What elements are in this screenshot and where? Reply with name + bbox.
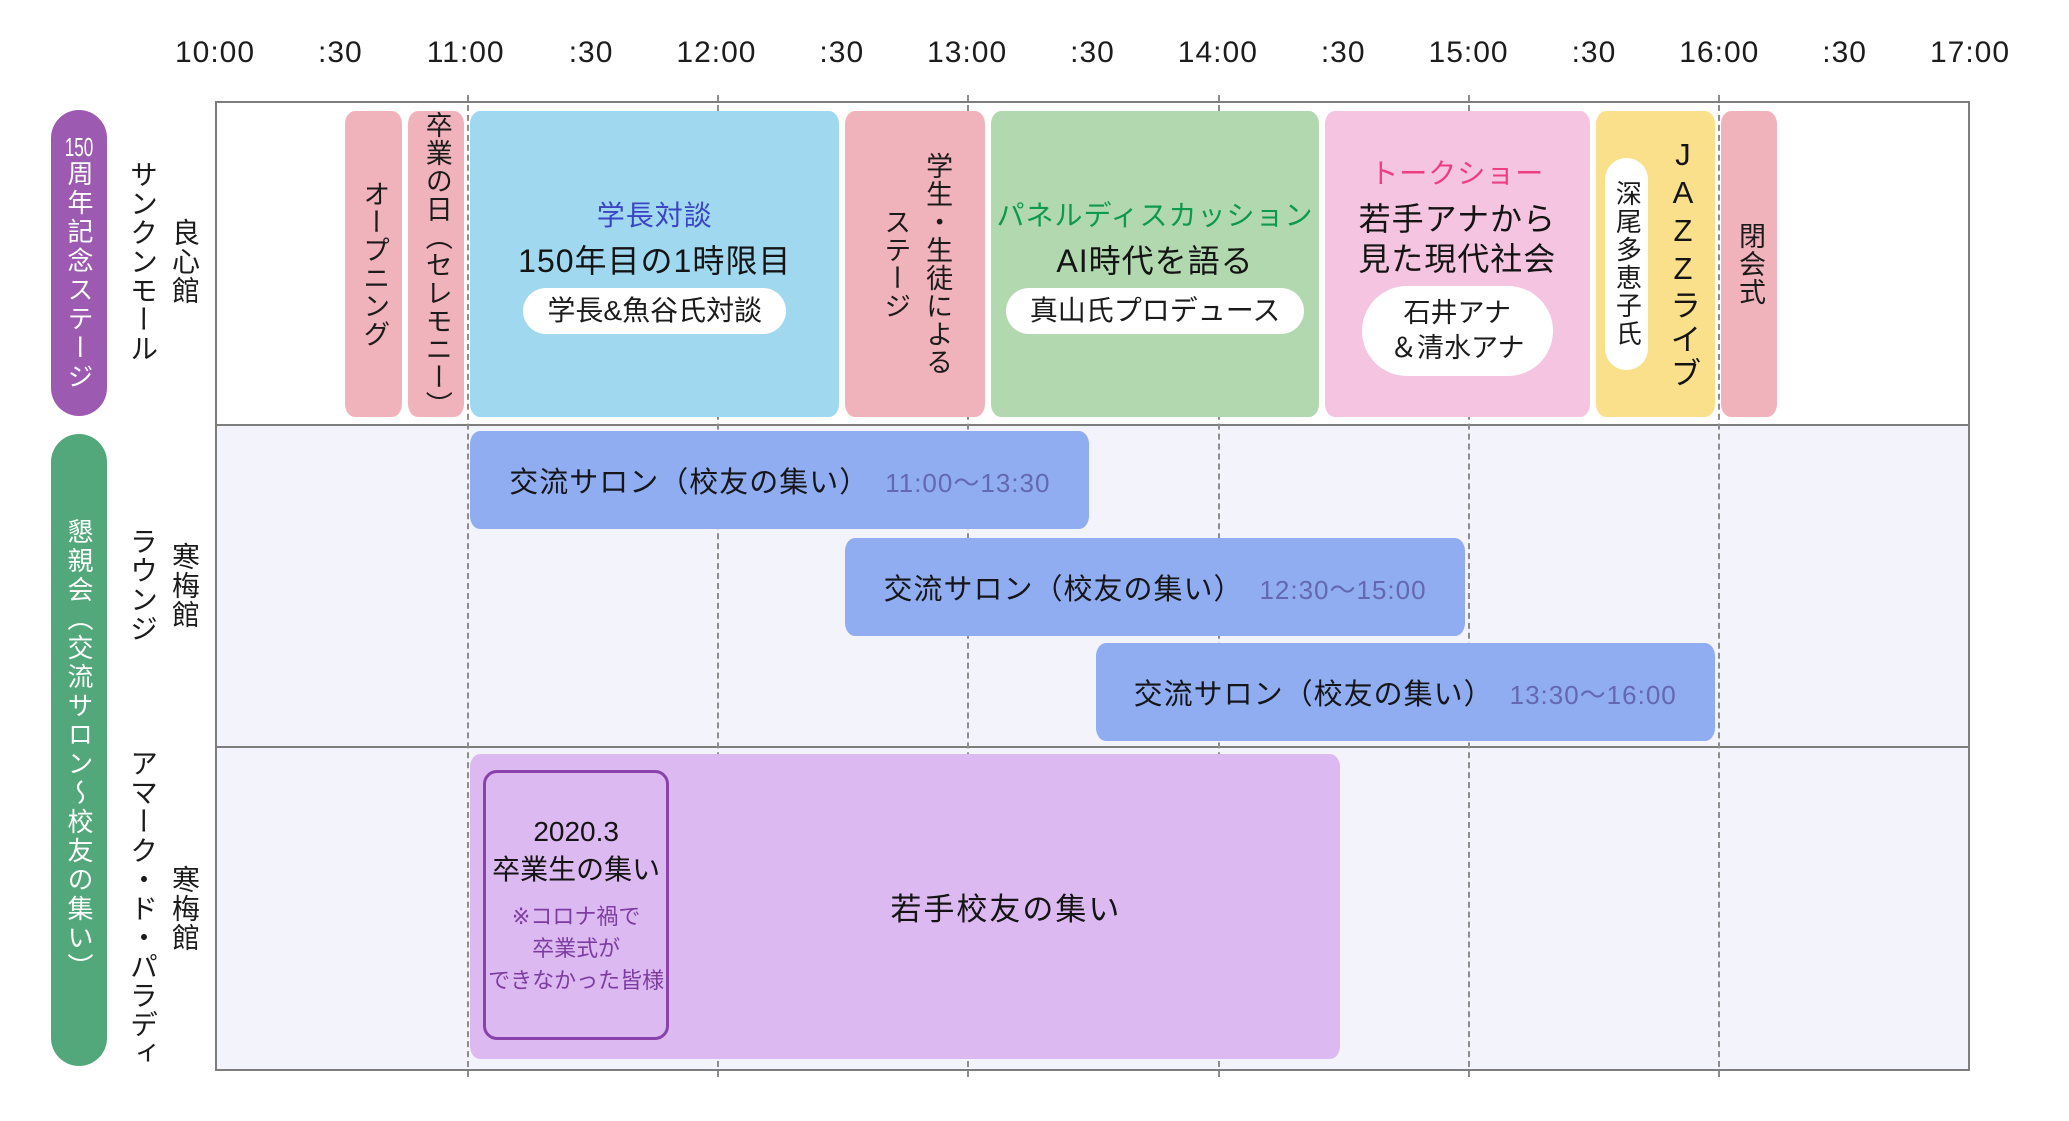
salon-bar-3: 交流サロン（校友の集い） 13:30〜16:00 (1093, 643, 1718, 741)
time-tick-label: :30 (1822, 36, 1867, 69)
venue-building: 寒梅館 (169, 541, 200, 629)
event-kicker: トークショー (1370, 157, 1545, 189)
salon-time: 11:00〜13:30 (885, 468, 1051, 498)
event-panel-discussion: パネルディスカッション AI時代を語る 真山氏プロデュース (988, 111, 1322, 417)
cafe-row: 2020.3 卒業生の集い ※コロナ禍で 卒業式が できなかった皆様 若手校友の… (217, 746, 1968, 1069)
lounge-row: 交流サロン（校友の集い） 11:00〜13:30 交流サロン（校友の集い） 12… (217, 424, 1968, 746)
salon-time: 13:30〜16:00 (1509, 680, 1677, 710)
salon-title: 交流サロン（校友の集い） (509, 467, 870, 499)
event-student-stage: 学生・生徒による ステージ (842, 111, 988, 417)
venue-place: アマーク・ド・パラディ (127, 748, 158, 1068)
time-tick-label: 12:00 (676, 36, 757, 69)
salon-title: 交流サロン（校友の集い） (883, 574, 1244, 606)
party-group-pill: 懇親会（交流サロン〜校友の集い） (51, 434, 107, 1066)
graduates-note-box: 2020.3 卒業生の集い ※コロナ禍で 卒業式が できなかった皆様 (483, 770, 670, 1040)
event-title: AI時代を語る (1056, 242, 1254, 279)
time-tick-label: :30 (568, 36, 614, 69)
party-group-label: 懇親会（交流サロン〜校友の集い） (64, 518, 94, 982)
venue-label-stage: 良心館サンクンモール (117, 101, 209, 422)
venue-place: サンクンモール (127, 160, 158, 363)
badge-pill: 深尾多恵子氏 (1605, 158, 1649, 370)
time-tick-label: 15:00 (1428, 36, 1509, 69)
event-kicker: 学長対談 (596, 199, 713, 231)
note-title: 2020.3 卒業生の集い (492, 816, 661, 886)
note-caption: ※コロナ禍で 卒業式が できなかった皆様 (488, 903, 665, 993)
event-title: 若手アナから 見た現代社会 (1358, 200, 1557, 277)
stage-row: オープニング 卒業の日（セレモニー） 学長対談 150年目の1時限目 学長&魚谷… (217, 103, 1968, 424)
time-axis: 10:00 :30 11:00 :30 12:00 :30 13:00 :30 14:00 :30… (175, 32, 2009, 80)
venue-label-cafe: 寒梅館アマーク・ド・パラディ (117, 746, 209, 1070)
salon-bar-2: 交流サロン（校友の集い） 12:30〜15:00 (842, 538, 1467, 636)
badge-pill: 学長&魚谷氏対談 (523, 287, 787, 335)
salon-time: 12:30〜15:00 (1259, 575, 1427, 605)
salon-title: 交流サロン（校友の集い） (1133, 679, 1494, 711)
time-tick-label: 17:00 (1929, 36, 2011, 69)
event-graduation-ceremony: 卒業の日（セレモニー） (405, 111, 468, 419)
youth-alumni-block: 2020.3 卒業生の集い ※コロナ禍で 卒業式が できなかった皆様 若手校友の… (467, 754, 1343, 1059)
chart-frame: オープニング 卒業の日（セレモニー） 学長対談 150年目の1時限目 学長&魚谷… (215, 95, 1970, 1077)
event-president-talk: 学長対談 150年目の1時限目 学長&魚谷氏対談 (467, 111, 842, 417)
event-title: JAZZライブ (1665, 137, 1701, 391)
venue-building: 寒梅館 (169, 864, 200, 952)
event-kicker: パネルディスカッション (996, 199, 1314, 231)
event-opening: オープニング (342, 111, 405, 417)
time-tick-label: :30 (1320, 36, 1366, 69)
event-title: 若手校友の集い (890, 892, 1122, 927)
time-tick-label: :30 (819, 36, 865, 69)
stage-group-label: 150周年記念ステージ (64, 134, 94, 392)
time-tick-label: 11:00 (426, 36, 505, 69)
badge-pill: 真山氏プロデュース (1005, 287, 1305, 335)
event-title: 150年目の1時限目 (518, 242, 792, 279)
event-talk-show: トークショー 若手アナから 見た現代社会 石井アナ ＆清水アナ (1322, 111, 1593, 417)
time-tick-label: :30 (317, 36, 363, 69)
time-tick-label: 14:00 (1177, 36, 1258, 69)
salon-bar-1: 交流サロン（校友の集い） 11:00〜13:30 (467, 431, 1092, 529)
time-tick-label: 10:00 (174, 36, 256, 69)
time-tick-label: 16:00 (1679, 36, 1760, 69)
stage-group-pill: 150周年記念ステージ (51, 110, 107, 416)
time-tick-label: 13:00 (927, 36, 1008, 69)
event-jazz-live: 深尾多恵子氏 JAZZライブ (1593, 111, 1718, 417)
badge-pill: 石井アナ ＆清水アナ (1362, 285, 1553, 377)
time-tick-label: :30 (1070, 36, 1115, 69)
venue-label-lounge: 寒梅館ラウンジ (117, 424, 209, 746)
venue-building: 良心館 (169, 218, 200, 305)
event-closing-ceremony: 閉会式 (1718, 111, 1781, 417)
venue-place: ラウンジ (127, 527, 158, 643)
time-tick-label: :30 (1571, 36, 1617, 69)
